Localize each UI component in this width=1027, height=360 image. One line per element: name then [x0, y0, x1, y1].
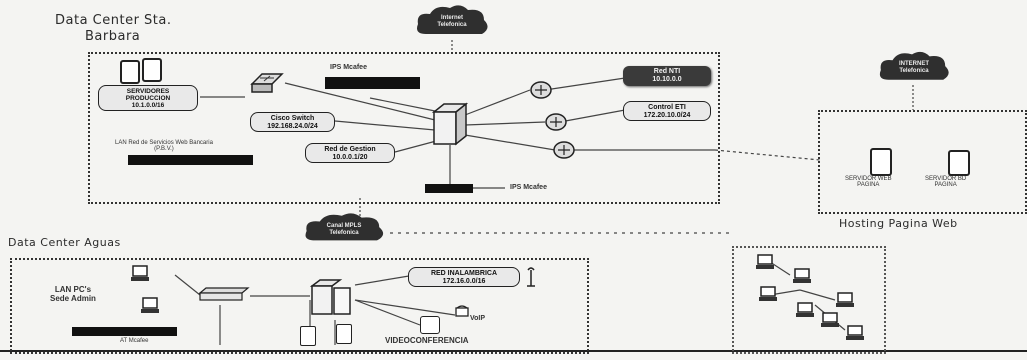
pc-icon [836, 292, 854, 307]
mpls-cloud: Canal MPLS Telefonica [300, 212, 388, 248]
lan-pcs-label: LAN PC's Sede Admin [50, 285, 96, 303]
switch-icon [250, 73, 284, 93]
server-icon [948, 150, 970, 176]
pc-icon [758, 286, 778, 302]
ips-mcafee-bottom-device [425, 184, 473, 193]
at-bottom-label: AT Mcafee [120, 338, 149, 344]
pc-icon [845, 325, 865, 341]
data-center-sta-barbara-title: Data Center Sta. Barbara [55, 13, 172, 45]
aguas-region-box [10, 258, 589, 354]
cloud-label: INTERNET Telefonica [899, 61, 929, 75]
server-icon [120, 60, 140, 84]
switch-icon [198, 287, 250, 301]
pc-icon [759, 286, 777, 301]
switch-icon [248, 72, 284, 94]
pc-icon [131, 265, 149, 281]
antenna-icon [525, 266, 537, 288]
region-title-line2: Barbara [85, 29, 141, 44]
firewall-icon [432, 102, 468, 146]
pc-icon [835, 292, 855, 308]
server-icon [336, 324, 352, 344]
pc-icon [796, 302, 814, 317]
aguas-bar [72, 327, 177, 336]
pc-icon [821, 312, 839, 327]
cloud-icon [417, 5, 488, 34]
phone-icon [455, 305, 469, 317]
remote-sites-box [732, 246, 886, 354]
red-gestion-label: Red de Gestion 10.0.0.1/20 [305, 143, 395, 163]
router-icon [545, 112, 567, 132]
videoconference-device-icon [420, 316, 440, 334]
hosting-region-box [818, 110, 1027, 214]
router-icon [545, 113, 567, 131]
ips-mcafee-top-device [325, 77, 420, 89]
firewall-icon [310, 279, 351, 315]
server-icon [300, 326, 316, 346]
switch-icon [198, 287, 250, 301]
server-icon [142, 58, 162, 82]
pc-icon [795, 302, 815, 318]
pc-icon [141, 297, 159, 313]
servidores-produccion-label: SERVIDORES PRODUCCION 10.1.0.0/16 [98, 85, 198, 111]
firewall-icon [432, 102, 468, 146]
cloud-label: Canal MPLS Telefonica [326, 222, 362, 236]
cisco-switch-label: Cisco Switch 192.168.24.0/24 [250, 112, 335, 132]
cloud-label: Internet Telefonica [437, 15, 467, 29]
pc-icon [793, 268, 811, 283]
pc-icon [756, 254, 774, 269]
ips-mcafee-top-label: IPS Mcafee [330, 64, 367, 71]
router-icon [530, 80, 552, 100]
cloud-icon [879, 51, 949, 80]
pc-icon [792, 268, 812, 284]
data-center-aguas-title: Data Center Aguas [8, 236, 121, 249]
router-icon [530, 81, 552, 99]
hosting-pagina-web-title: Hosting Pagina Web [839, 217, 958, 230]
region-title-line1: Data Center Sta. [55, 13, 172, 28]
control-eti-label: Control ETI 172.20.10.0/24 [623, 101, 711, 121]
cloud-icon [305, 213, 384, 241]
servicios-note: LAN Red de Servicios Web Bancaria (P.B.V… [115, 140, 213, 152]
server-icon [870, 148, 892, 176]
hosting-server2-label: SERVIDOR BD PAGINA [925, 176, 967, 188]
hosting-server1-label: SERVIDOR WEB PAGINA [845, 176, 892, 188]
pc-icon [130, 265, 150, 283]
sta-barbara-region-box [88, 52, 720, 204]
red-nti-label: Red NTI 10.10.0.0 [623, 66, 711, 86]
router-icon [553, 141, 575, 159]
pc-icon [846, 325, 864, 340]
voip-label: VoIP [470, 315, 486, 322]
antenna-icon [527, 267, 535, 287]
red-inalambrica-label: RED INALAMBRICA 172.16.0.0/16 [408, 267, 520, 287]
firewall-icon [310, 278, 354, 318]
ips-mcafee-bottom-label: IPS Mcafee [510, 184, 547, 191]
pc-icon [140, 297, 160, 315]
router-icon [553, 140, 575, 160]
internet-cloud-right: INTERNET Telefonica [875, 50, 953, 88]
pc-icon [820, 312, 840, 328]
internet-cloud-top: Internet Telefonica [412, 4, 492, 42]
pc-icon [755, 254, 775, 270]
videoconferencia-label: VIDEOCONFERENCIA [385, 336, 469, 345]
phone-icon [455, 305, 469, 317]
servicios-bar [128, 155, 253, 165]
